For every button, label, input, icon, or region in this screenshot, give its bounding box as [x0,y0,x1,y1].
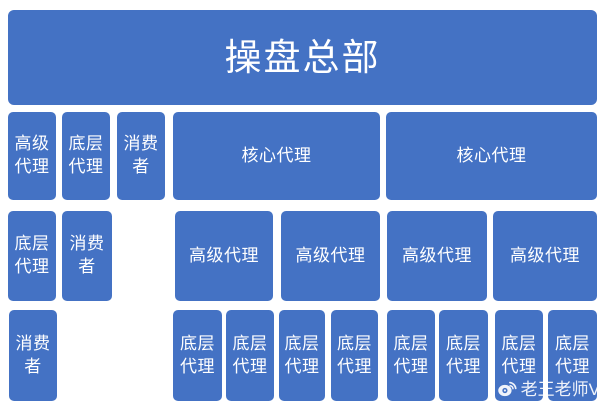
box-senior-agent: 高级代理 [493,211,597,301]
box-senior-agent: 高级代理 [8,112,56,200]
box-bottom-agent: 底层代理 [173,310,222,401]
box-consumer: 消费者 [62,211,112,301]
box-senior-agent: 高级代理 [387,211,487,301]
box-bottom-agent: 底层代理 [8,211,56,301]
box-bottom-agent: 底层代理 [62,112,110,200]
box-bottom-agent: 底层代理 [279,310,325,401]
box-bottom-agent: 底层代理 [226,310,274,401]
box-bottom-agent: 底层代理 [548,310,597,401]
box-bottom-agent: 底层代理 [331,310,378,401]
box-senior-agent: 高级代理 [175,211,273,301]
box-core-agent: 核心代理 [386,112,597,200]
box-bottom-agent: 底层代理 [387,310,435,401]
box-consumer: 消费者 [117,112,165,200]
box-bottom-agent: 底层代理 [495,310,543,401]
box-senior-agent: 高级代理 [281,211,380,301]
box-headquarters: 操盘总部 [8,10,597,105]
box-bottom-agent: 底层代理 [439,310,488,401]
box-consumer: 消费者 [9,310,57,401]
box-core-agent: 核心代理 [173,112,380,200]
